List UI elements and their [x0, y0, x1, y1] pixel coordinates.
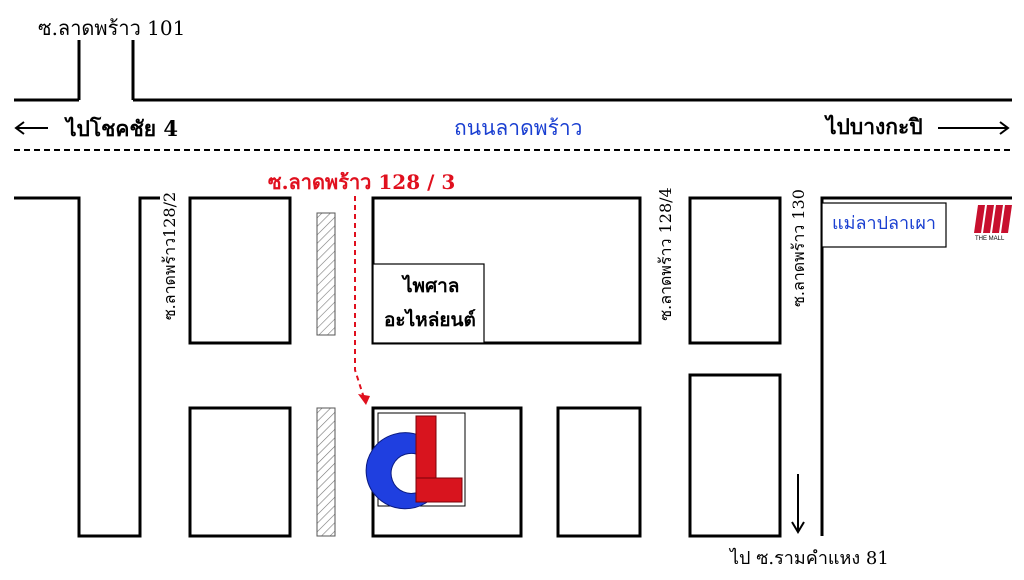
- block-a2: [188, 406, 292, 538]
- soi-130-east-edge: [820, 196, 1012, 536]
- lower-road-edge: [14, 196, 160, 538]
- arrow-left-icon: [14, 121, 48, 135]
- to-ramkhamhaeng-label: ไป ซ.รามคำแหง 81: [730, 548, 889, 569]
- block-d1: [688, 196, 782, 345]
- arrow-right-icon: [938, 121, 1010, 135]
- mae-la-label: แม่ลาปลาเผา: [832, 213, 936, 234]
- block-c2: [556, 406, 642, 538]
- phaisan-box: [372, 263, 485, 344]
- the-mall-logo-icon: [974, 205, 1012, 233]
- city-blocks: [188, 196, 782, 538]
- island-top: [316, 212, 336, 336]
- main-road-label: ถนนลาดพร้าว: [454, 116, 583, 140]
- mae-la-box: [821, 202, 947, 248]
- the-mall-label: THE MALL: [975, 236, 1005, 242]
- phaisan-name-line1: ไพศาล: [403, 275, 460, 297]
- block-d2: [688, 373, 782, 538]
- soi-128-4-label: ซ.ลาดพร้าว 128/4: [656, 187, 675, 321]
- arrow-down-icon: [791, 474, 805, 534]
- soi-101-label: ซ.ลาดพร้าว 101: [38, 16, 186, 40]
- soi-130-label: ซ.ลาดพร้าว 130: [789, 189, 808, 307]
- soi-128-3-label: ซ.ลาดพร้าว 128 / 3: [268, 170, 456, 194]
- route-arrowhead-icon: [358, 394, 370, 405]
- soi-128-2-label: ซ.ลาดพร้าว128/2: [160, 191, 179, 321]
- to-chokchai-label: ไปโชคชัย 4: [66, 116, 178, 141]
- block-a1: [188, 196, 292, 345]
- to-bangkapi-label: ไปบางกะปิ: [826, 114, 923, 139]
- island-bottom: [316, 407, 336, 537]
- company-logo-icon: [365, 412, 466, 510]
- phaisan-name-line2: อะไหล่ยนต์: [384, 309, 476, 331]
- route-arrow: [354, 196, 365, 399]
- soi-101-road: [14, 40, 1012, 102]
